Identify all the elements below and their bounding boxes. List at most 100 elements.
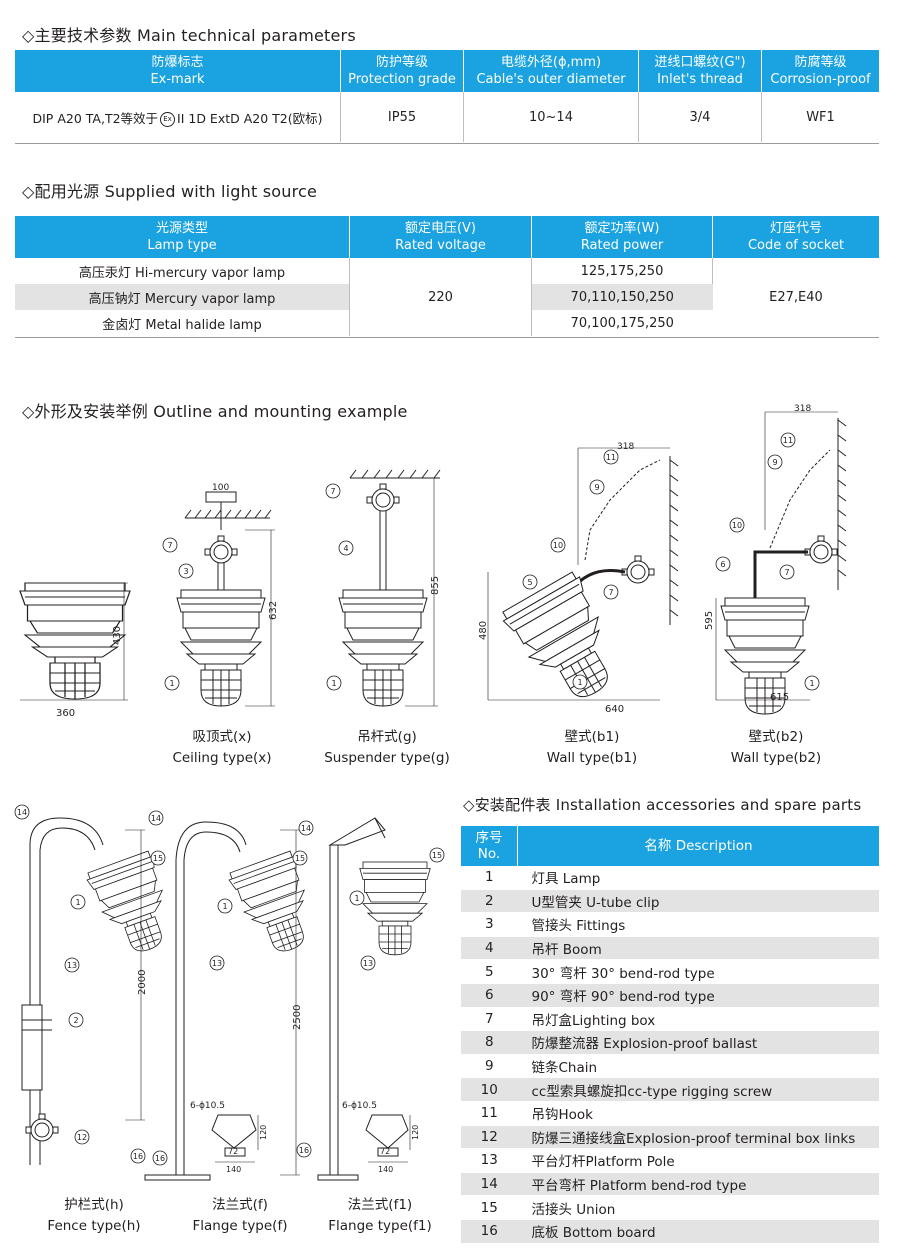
dim-140-f1: 140 [378,1165,393,1174]
flange-type-f1-drawing [317,817,431,1181]
callout-number: 1 [75,898,80,907]
item-number: 15 [461,1195,518,1220]
figure-label-cn: 壁式(b2) [748,729,804,745]
callout-1: 1 [164,675,180,691]
dim-318: 318 [617,442,634,452]
dim-632: 632 [268,601,279,620]
header-cn: 光源类型 [155,221,208,236]
figure-label-ceiling: 吸顶式(x)Ceiling type(x) [142,727,302,769]
figure-label-en: Wall type(b1) [546,750,638,766]
callout-16: 16 [130,1148,146,1164]
callout-13: 13 [360,955,376,971]
item-description: 平台灯杆Platform Pole [517,1148,879,1173]
callout-7: 7 [779,564,795,580]
suspender-type-drawing [338,469,441,707]
dim-480: 480 [478,621,489,640]
header-cable-diameter: 电缆外径(ϕ,mm)Cable's outer diameter [463,50,639,92]
dim-holes-f1: 6-ϕ10.5 [342,1101,377,1111]
callout-1: 1 [217,898,233,914]
figure-label-en: Flange type(f) [192,1218,288,1234]
item-description: 30° 弯杆 30° bend-rod type [517,959,879,984]
item-description: 平台弯杆 Platform bend-rod type [517,1172,879,1197]
callout-10: 10 [729,517,745,533]
callout-number: 12 [77,1133,87,1142]
callout-number: 7 [330,487,335,496]
divider [15,143,879,144]
callout-number: 1 [331,679,336,688]
ex-mark-text: DIP A20 TA,T2等效于 [32,110,159,126]
callout-number: 9 [772,458,777,467]
callout-number: 7 [608,588,613,597]
wall-type-b2-drawing [715,411,847,715]
header-en: Ex-mark [150,72,205,87]
cell-cable: 10~14 [463,92,639,142]
callout-number: 4 [343,544,348,553]
header-cn: 额定电压(V) [404,221,477,236]
callout-number: 7 [784,568,789,577]
callout-number: 1 [169,679,174,688]
item-description: 吊灯盒Lighting box [517,1007,879,1032]
dim-430: 430 [112,626,123,645]
figure-label-cn: 吊杆式(g) [357,729,417,745]
item-number: 11 [461,1101,518,1126]
callout-number: 16 [155,1154,165,1163]
callout-number: 11 [783,436,793,445]
header-cn: 防护等级 [375,55,428,70]
callout-number: 14 [151,814,161,823]
callout-5: 5 [522,574,538,590]
callout-11: 11 [780,432,796,448]
callout-14: 14 [14,804,30,820]
callout-11: 11 [603,449,619,465]
dim-140: 140 [226,1165,241,1174]
callout-number: 10 [553,541,563,550]
callout-number: 9 [594,483,599,492]
callout-15: 15 [150,850,166,866]
cell-voltage: 220 [349,258,532,336]
cell-lamp-type: 高压钠灯 Mercury vapor lamp [15,284,350,310]
figure-label-en: Fence type(h) [47,1218,141,1234]
item-number: 16 [461,1219,518,1244]
item-description: cc型索具螺旋扣cc-type rigging screw [517,1077,879,1102]
figure-label-cn: 法兰式(f1) [347,1197,413,1213]
callout-6: 6 [715,556,731,572]
header-no-en: No. [477,846,501,862]
figure-label-suspender: 吊杆式(g)Suspender type(g) [307,727,467,769]
callout-14: 14 [148,810,164,826]
figure-label-flange-f1: 法兰式(f1)Flange type(f1) [300,1195,460,1237]
item-description: 吊钩Hook [517,1101,879,1126]
section-title-light-source: ◇配用光源 Supplied with light source [22,182,318,201]
header-cn: 电缆外径(ϕ,mm) [500,55,602,70]
cell-power: 70,100,175,250 [570,315,674,331]
callout-1: 1 [326,675,342,691]
callout-16: 16 [296,1142,312,1158]
figure-label-en: Wall type(b2) [730,750,822,766]
ex-mark-text-eu: II 1D ExtD A20 T2(欧标) [177,110,323,126]
cell-protection: IP55 [340,92,464,142]
item-number: 13 [461,1148,518,1173]
dim-2000: 2000 [137,970,148,995]
item-description: U型管夹 U-tube clip [517,889,879,914]
callout-number: 6 [720,560,725,569]
item-description: 防爆整流器 Explosion-proof ballast [517,1030,879,1055]
callout-2: 2 [68,1012,84,1028]
header-en: Code of socket [747,238,845,253]
header-cn: 进线口螺纹(G") [654,55,746,70]
item-number: 8 [461,1030,518,1055]
fence-type-drawing [21,817,184,1165]
section-title-outline: ◇外形及安装举例 Outline and mounting example [22,402,408,421]
cell-corrosion: WF1 [806,109,835,125]
callout-number: 1 [577,678,582,687]
